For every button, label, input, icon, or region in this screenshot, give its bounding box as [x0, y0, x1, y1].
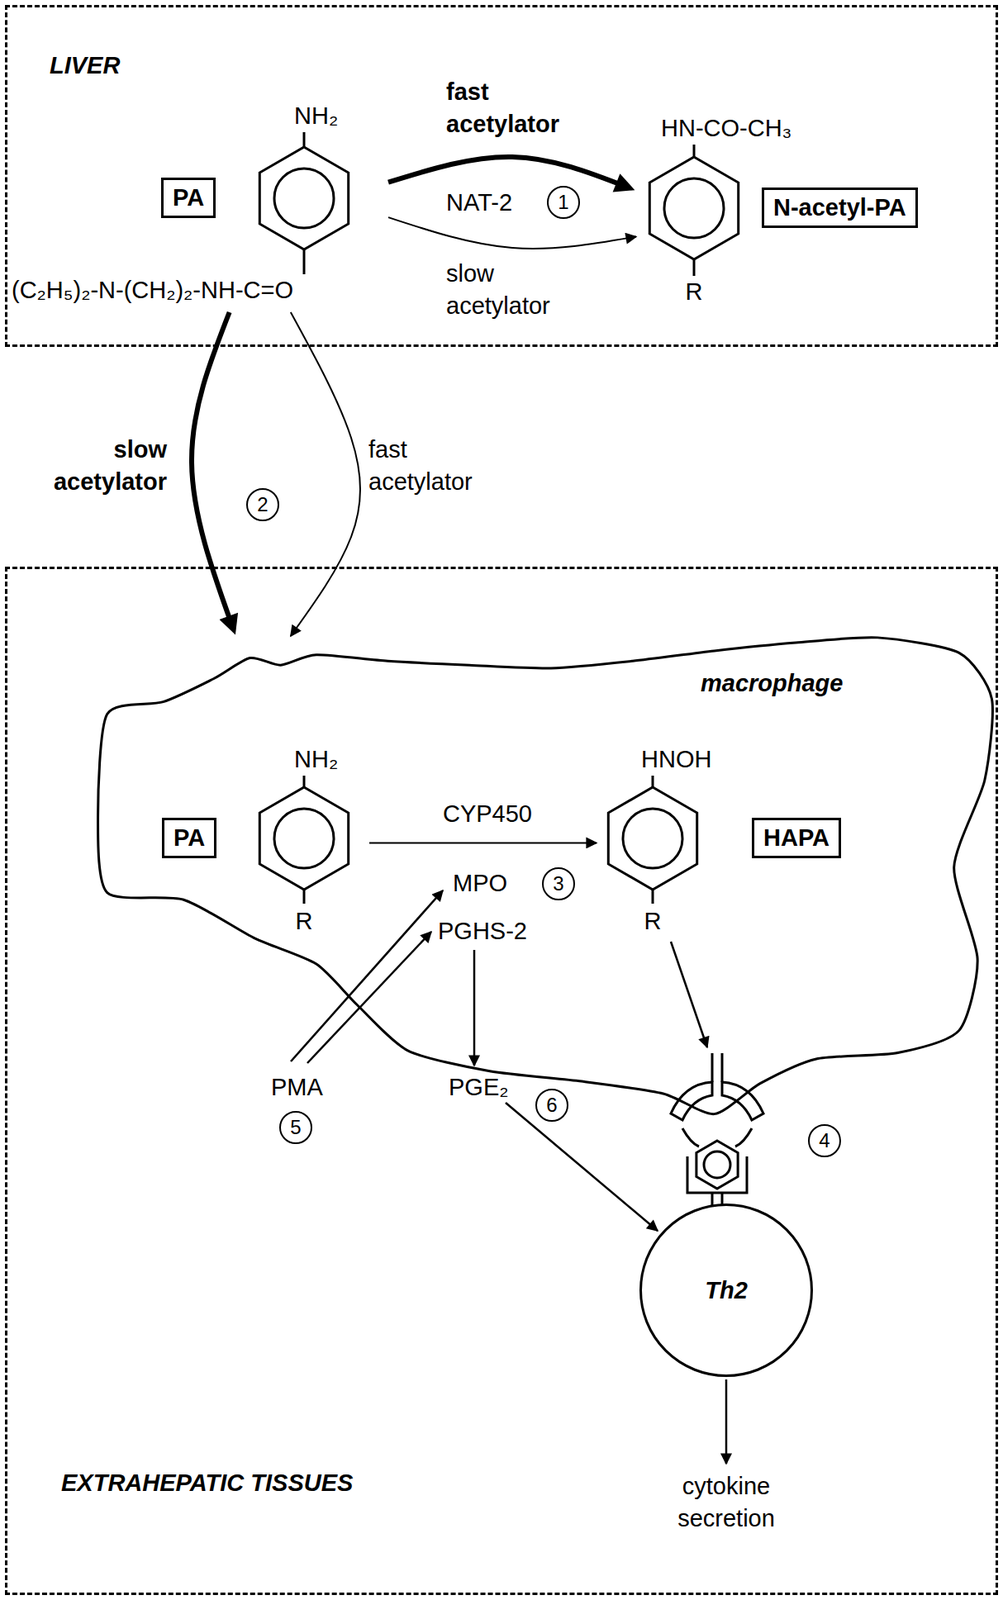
- secretion-arrow: [725, 1379, 728, 1465]
- molecule: PA NH₂ (C₂H₅)₂-N-(CH₂)₂-NH-C=O: [9, 97, 389, 313]
- callout-number: 3: [542, 868, 575, 900]
- ring-outline: [259, 787, 348, 890]
- node-text: macrophage: [700, 667, 843, 700]
- callout-number: 6: [536, 1089, 568, 1122]
- callout-circle: [808, 1125, 841, 1157]
- molecule: HN-CO-CH₃ N-acetyl-PA R: [636, 105, 967, 314]
- bond: [303, 249, 306, 275]
- annotation: cytokine secretion: [660, 1470, 793, 1536]
- compound-box: PA: [161, 177, 216, 219]
- callout-number: 1: [547, 186, 580, 219]
- bond: [303, 889, 306, 904]
- annotation: PGE₂: [448, 1071, 509, 1104]
- annotation: PGHS-2: [437, 915, 528, 948]
- benzene-ring: [259, 787, 348, 890]
- cell-circle: Th2: [639, 1203, 813, 1378]
- ring-circle: [664, 178, 724, 238]
- callout-circle: [536, 1089, 568, 1122]
- receptor-arm: [722, 1082, 764, 1121]
- activation-arrow: [290, 890, 443, 1062]
- callout-circle: [280, 1112, 312, 1144]
- ring-circle: [274, 808, 334, 869]
- node-text: R: [619, 905, 686, 938]
- antigen-ring: [696, 1140, 738, 1189]
- edge-label: fast acetylator: [446, 76, 595, 141]
- annotation: MPO: [452, 867, 508, 900]
- benzene-ring: [608, 787, 697, 890]
- edge-label: slow acetylator: [446, 257, 595, 323]
- t-cell-receptor: [687, 1156, 747, 1194]
- edge-label: slow acetylator: [9, 433, 167, 499]
- receptor-stalk: [711, 1053, 714, 1083]
- presentation-arrow: [670, 941, 708, 1048]
- ring-outline: [608, 787, 697, 890]
- node-text: HNOH: [641, 743, 712, 776]
- callout-number: 4: [808, 1125, 841, 1157]
- node-text: NH₂: [294, 99, 338, 133]
- node-text: R: [270, 905, 338, 938]
- connector-arrow: [369, 841, 597, 844]
- connector-arrow: [290, 312, 361, 637]
- bond: [693, 259, 696, 276]
- receptor-cup: [682, 1128, 699, 1147]
- callout-circle: [247, 489, 279, 521]
- bond: [303, 775, 306, 788]
- connector-arrow: [191, 312, 233, 628]
- node-text: HN-CO-CH₃: [660, 112, 792, 145]
- compound-box: HAPA: [751, 817, 842, 859]
- edge-label: fast acetylator: [368, 433, 518, 499]
- receptor-stalk: [711, 1193, 714, 1206]
- product-arrow: [473, 950, 476, 1066]
- signal-arrow: [505, 1102, 658, 1232]
- benzene-ring: [259, 147, 348, 250]
- node-text: NH₂: [294, 743, 338, 776]
- edge-label: CYP450: [421, 798, 554, 831]
- bond: [651, 775, 655, 788]
- annotation: NAT-2: [446, 186, 513, 219]
- receptor-cup: [735, 1128, 752, 1147]
- callout-circle: [547, 186, 580, 219]
- ring-outline: [649, 156, 738, 260]
- ring-outline: [259, 147, 348, 250]
- activation-arrow: [307, 931, 432, 1064]
- callout-circle: [542, 868, 575, 900]
- ring-circle: [274, 168, 334, 229]
- cell-outline-svg: [96, 636, 995, 1116]
- compound-box: N-acetyl-PA: [761, 187, 918, 229]
- molecule: PA NH₂ R: [152, 737, 370, 941]
- node-text: (C₂H₅)₂-N-(CH₂)₂-NH-C=O: [11, 274, 294, 307]
- cell-membrane: [98, 637, 994, 1115]
- connector-arrow: [388, 217, 637, 249]
- bond: [693, 144, 696, 157]
- ring-outline: [696, 1140, 738, 1189]
- benzene-ring: [649, 156, 738, 260]
- receptor-arm: [670, 1082, 713, 1121]
- cell-outline: macrophagePA NH₂ R HNOH HAPA R: [96, 636, 995, 1116]
- node-text: R: [660, 275, 728, 309]
- node-text: EXTRAHEPATIC TISSUES: [61, 1467, 353, 1500]
- callout-number: 2: [247, 489, 279, 521]
- molecule: HNOH HAPA R: [596, 737, 874, 941]
- ring-circle: [703, 1151, 731, 1179]
- annotation: PMA: [270, 1071, 324, 1104]
- node-text: LIVER: [49, 49, 120, 82]
- compound-box: PA: [161, 817, 217, 859]
- connector-arrow: [388, 156, 628, 188]
- node-text: Th2: [639, 1274, 813, 1308]
- bond: [303, 132, 306, 148]
- ring-circle: [622, 808, 683, 869]
- callout-number: 5: [280, 1112, 312, 1144]
- bond: [651, 889, 655, 904]
- receptor-stalk: [721, 1053, 724, 1083]
